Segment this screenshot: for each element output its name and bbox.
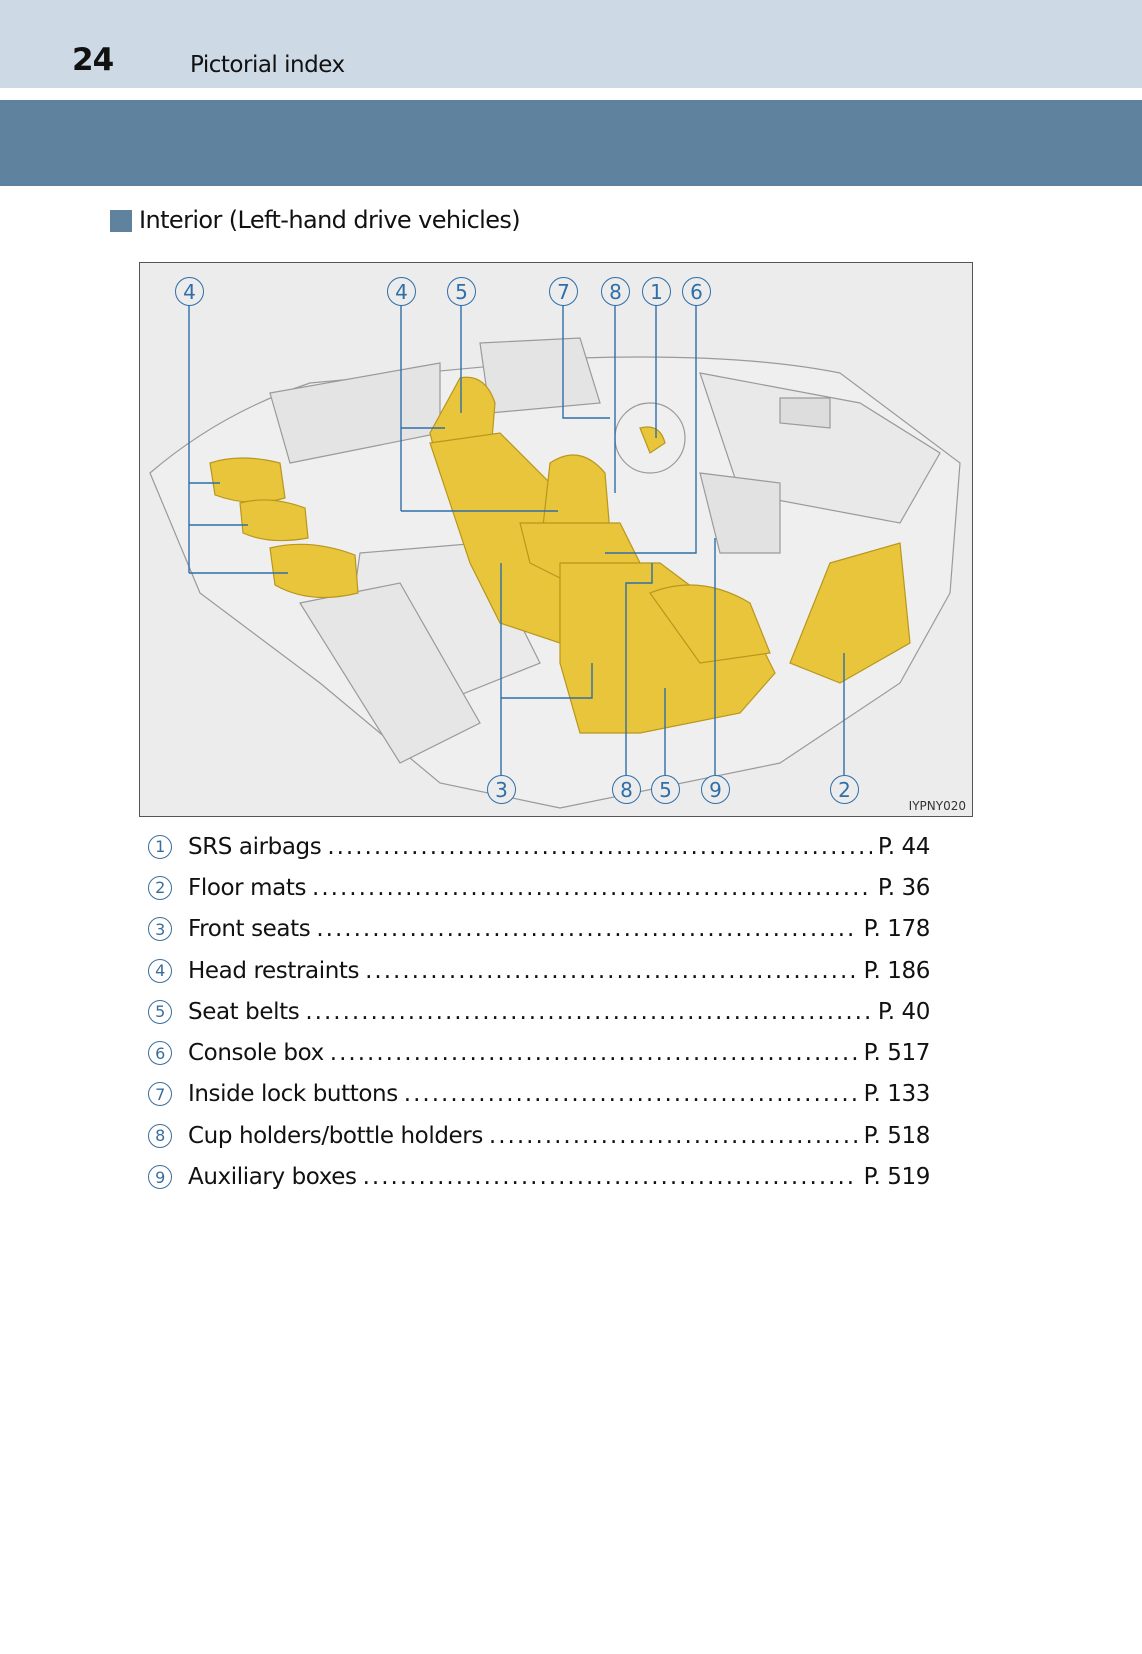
dot-leader (489, 1123, 858, 1149)
figure-code: IYPNY020 (908, 799, 966, 813)
item-number-badge: 4 (148, 958, 172, 983)
page-reference-link[interactable]: P. 44 (877, 833, 931, 860)
page-reference-link[interactable]: P. 518 (863, 1122, 931, 1149)
dot-leader (330, 1040, 858, 1066)
item-number-badge: 2 (148, 875, 172, 900)
item-label: Front seats (188, 916, 311, 943)
index-item[interactable]: 4 Head restraints P. 186 (148, 950, 930, 991)
dot-leader (404, 1081, 858, 1107)
index-item[interactable]: 3 Front seats P. 178 (148, 909, 930, 950)
callout-9: 9 (701, 775, 730, 804)
page-reference-link[interactable]: P. 186 (863, 957, 931, 984)
item-label: Console box (188, 1040, 324, 1067)
dot-leader (305, 999, 871, 1025)
index-item[interactable]: 1 SRS airbags P. 44 (148, 826, 930, 867)
item-label: Cup holders/bottle holders (188, 1122, 483, 1149)
page-reference-link[interactable]: P. 40 (877, 998, 931, 1025)
callout-4: 4 (387, 277, 416, 306)
page-reference-link[interactable]: P. 36 (877, 874, 931, 901)
interior-illustration: 4 4 5 7 8 1 6 3 8 5 9 2 IYPNY020 (139, 262, 973, 817)
index-list: 1 SRS airbags P. 44 2 Floor mats P. 36 3 Front … (148, 826, 930, 1198)
dot-leader (312, 875, 872, 901)
item-number-badge: 6 (148, 1041, 172, 1066)
item-label: Floor mats (188, 874, 307, 901)
item-label: Seat belts (188, 998, 300, 1025)
index-item[interactable]: 2 Floor mats P. 36 (148, 867, 930, 908)
index-item[interactable]: 8 Cup holders/bottle holders P. 518 (148, 1115, 930, 1156)
page-reference-link[interactable]: P. 178 (863, 916, 931, 943)
item-label: Auxiliary boxes (188, 1164, 357, 1191)
car-interior-drawing (149, 305, 961, 809)
dot-leader (316, 916, 857, 942)
callout-7: 7 (549, 277, 578, 306)
index-item[interactable]: 9 Auxiliary boxes P. 519 (148, 1156, 930, 1197)
dot-leader (363, 1164, 858, 1190)
header-accent-band (0, 100, 1142, 186)
item-number-badge: 7 (148, 1082, 172, 1107)
callout-8: 8 (601, 277, 630, 306)
item-number-badge: 9 (148, 1165, 172, 1190)
index-item[interactable]: 7 Inside lock buttons P. 133 (148, 1074, 930, 1115)
page-number: 24 (72, 42, 114, 78)
item-number-badge: 1 (148, 834, 172, 859)
section-name: Pictorial index (190, 52, 345, 78)
page-reference-link[interactable]: P. 517 (863, 1040, 931, 1067)
index-item[interactable]: 5 Seat belts P. 40 (148, 991, 930, 1032)
callout-4: 4 (175, 277, 204, 306)
item-label: Head restraints (188, 957, 360, 984)
callout-8: 8 (612, 775, 641, 804)
header-band (0, 0, 1142, 88)
item-number-badge: 8 (148, 1123, 172, 1148)
callout-1: 1 (642, 277, 671, 306)
item-label: Inside lock buttons (188, 1081, 398, 1108)
page-reference-link[interactable]: P. 133 (863, 1081, 931, 1108)
section-title: Interior (Left-hand drive vehicles) (139, 206, 521, 234)
callout-5: 5 (651, 775, 680, 804)
item-label: SRS airbags (188, 833, 322, 860)
section-marker-icon (110, 210, 132, 232)
callout-3: 3 (487, 775, 516, 804)
callout-6: 6 (682, 277, 711, 306)
callout-5: 5 (447, 277, 476, 306)
index-item[interactable]: 6 Console box P. 517 (148, 1032, 930, 1073)
callout-2: 2 (830, 775, 859, 804)
dot-leader (365, 958, 858, 984)
dot-leader (327, 834, 872, 860)
page-reference-link[interactable]: P. 519 (863, 1164, 931, 1191)
item-number-badge: 5 (148, 999, 172, 1024)
item-number-badge: 3 (148, 917, 172, 942)
